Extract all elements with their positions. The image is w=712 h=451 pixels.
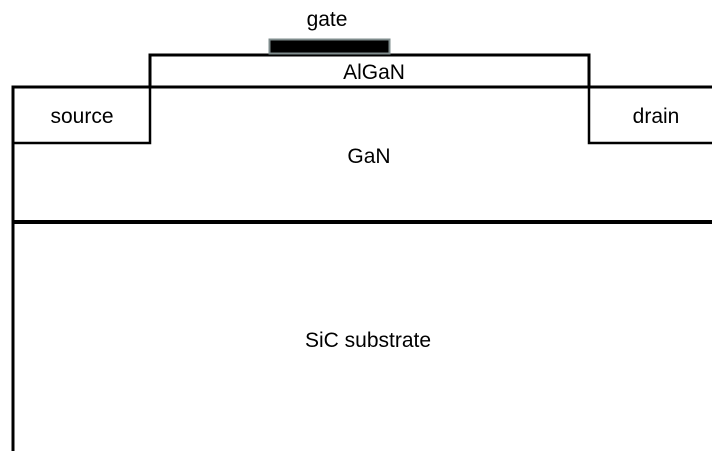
- gate-label: gate: [307, 8, 348, 31]
- source-contact: [14, 87, 152, 145]
- drain-contact: [587, 87, 712, 145]
- algan-layer-outline: [148, 53, 591, 86]
- gan-top-line: [11, 85, 712, 451]
- source-label: source: [50, 105, 113, 128]
- gate-contact: [268, 38, 391, 55]
- sic-substrate-label: SiC substrate: [305, 329, 431, 352]
- algan-label: AlGaN: [343, 61, 405, 84]
- gan-label: GaN: [347, 145, 390, 168]
- drain-label: drain: [633, 105, 680, 128]
